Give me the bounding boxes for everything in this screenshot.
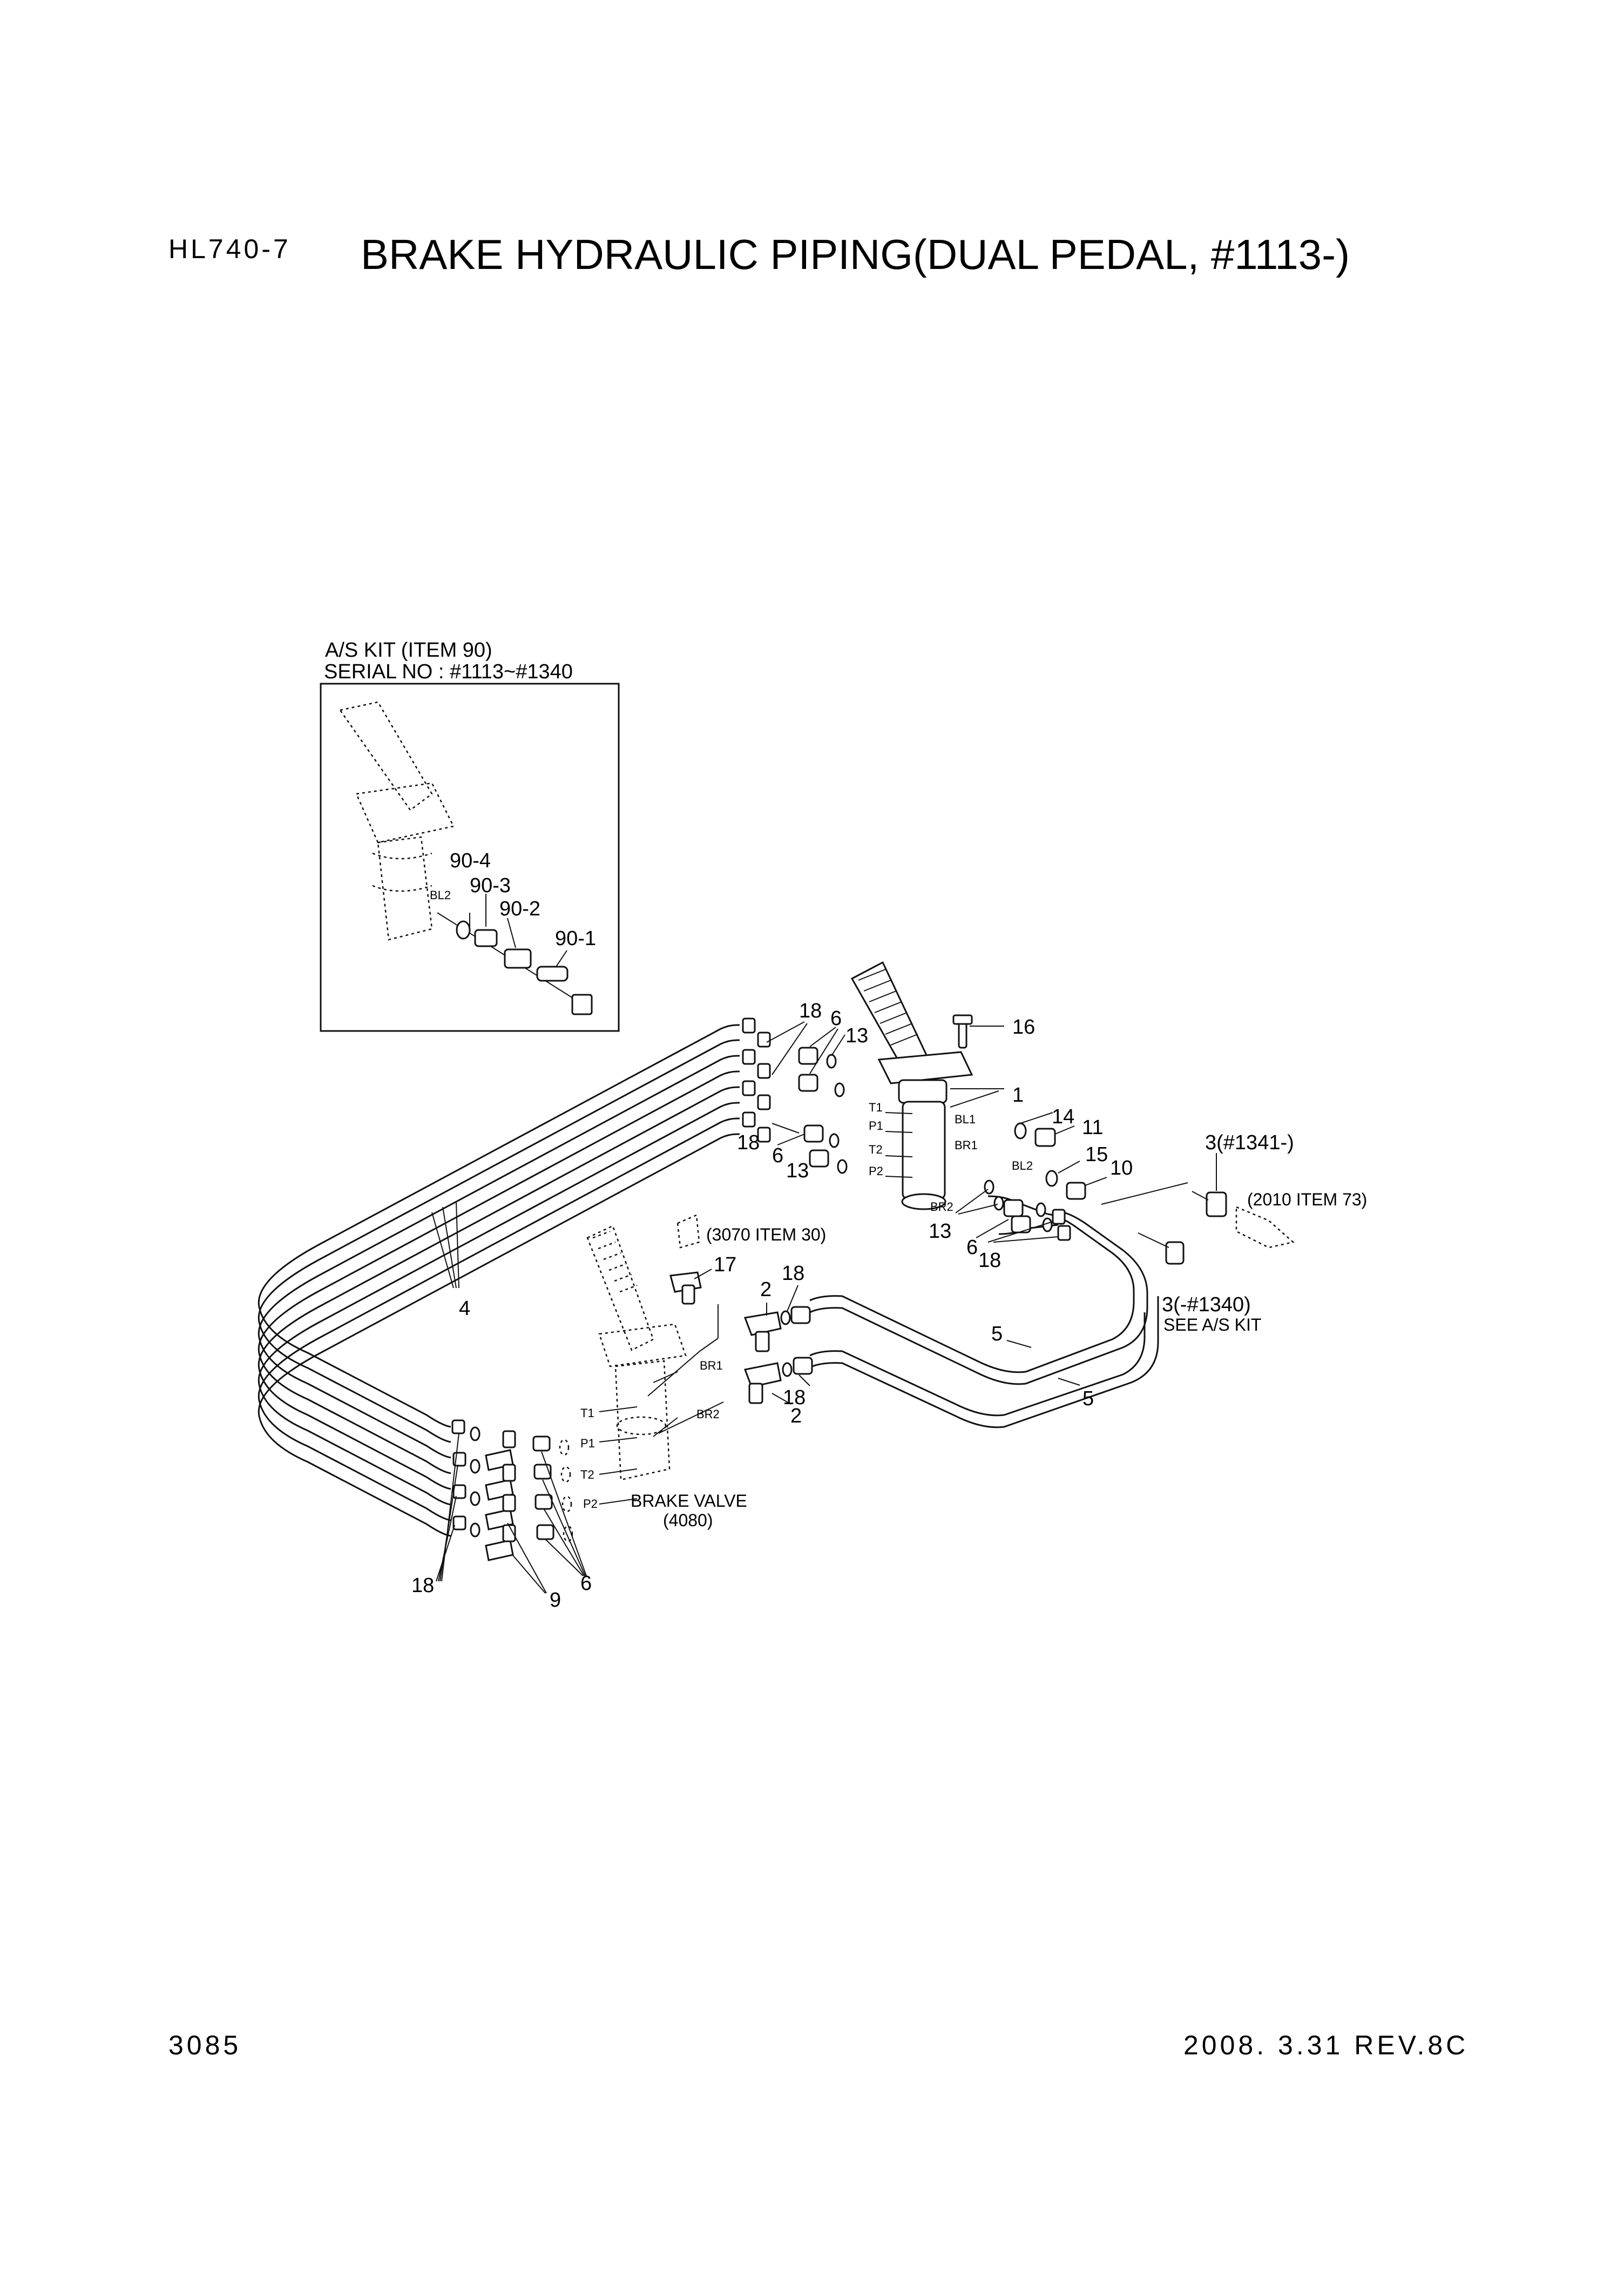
label-p1-low: P1 bbox=[580, 1437, 595, 1450]
label-bl1: BL1 bbox=[955, 1113, 976, 1126]
label-brake-valve-ref: (4080) bbox=[663, 1511, 713, 1530]
label-br1: BR1 bbox=[955, 1138, 978, 1152]
label-bl2-kit: BL2 bbox=[430, 888, 451, 902]
label-br1-low: BR1 bbox=[700, 1359, 723, 1372]
label-p2-low: P2 bbox=[583, 1497, 598, 1511]
label-c11: 11 bbox=[1082, 1116, 1103, 1139]
label-t1-low: T1 bbox=[580, 1406, 594, 1420]
kit-frame bbox=[320, 683, 620, 1032]
brake-valve-4080: BR1 T1 BR2 P1 T2 P2 BRAKE VALVE (4080) bbox=[580, 1225, 747, 1530]
label-c13-a: 13 bbox=[845, 1024, 868, 1047]
right-parts: 14 11 15 10 3(#1341-) (2010 ITEM 73) 3(-… bbox=[929, 1090, 1367, 1334]
label-c13-b: 13 bbox=[786, 1160, 809, 1182]
label-c15: 15 bbox=[1085, 1143, 1108, 1166]
label-c90-4: 90-4 bbox=[450, 850, 491, 872]
label-t2-low: T2 bbox=[580, 1468, 594, 1481]
label-c5-b: 5 bbox=[1082, 1387, 1094, 1410]
label-see-kit: SEE A/S KIT bbox=[1163, 1315, 1261, 1334]
page-number: 3085 bbox=[168, 2030, 242, 2060]
label-c2-a: 2 bbox=[760, 1278, 772, 1301]
hose-assembly-4: 4 bbox=[258, 1024, 740, 1537]
label-c10: 10 bbox=[1110, 1157, 1133, 1179]
label-c16: 16 bbox=[1012, 1016, 1035, 1039]
label-c90-2: 90-2 bbox=[499, 898, 540, 920]
page-title: BRAKE HYDRAULIC PIPING(DUAL PEDAL, #1113… bbox=[361, 231, 1350, 278]
kit-harness bbox=[536, 966, 569, 982]
kit-oring bbox=[456, 920, 471, 940]
label-c6-a: 6 bbox=[830, 1007, 842, 1030]
revision-date: 2008. 3.31 REV.8C bbox=[1183, 2030, 1469, 2060]
lower-fittings: 18 9 6 bbox=[411, 1419, 592, 1612]
label-c90-1: 90-1 bbox=[555, 927, 596, 950]
label-c18-f: 18 bbox=[411, 1574, 434, 1597]
label-br2-low: BR2 bbox=[696, 1407, 720, 1421]
label-c18-e: 18 bbox=[783, 1386, 806, 1409]
label-c18-c: 18 bbox=[978, 1249, 1001, 1272]
label-br2: BR2 bbox=[930, 1200, 953, 1214]
label-c3-new: 3(#1341-) bbox=[1205, 1131, 1294, 1154]
label-c18-a: 18 bbox=[799, 1000, 822, 1022]
kit-adapter bbox=[474, 929, 498, 947]
label-c2-b: 2 bbox=[790, 1405, 802, 1427]
label-item2010: (2010 ITEM 73) bbox=[1247, 1190, 1367, 1209]
label-c4: 4 bbox=[459, 1297, 470, 1320]
model-code: HL740-7 bbox=[168, 234, 291, 264]
label-c3-old: 3(-#1340) bbox=[1162, 1293, 1251, 1316]
upper-fittings: 18 6 13 18 6 13 bbox=[737, 1000, 868, 1182]
kit-connector bbox=[571, 994, 593, 1015]
label-t2: T2 bbox=[869, 1143, 883, 1156]
label-p2: P2 bbox=[869, 1164, 883, 1178]
kit-switch bbox=[504, 948, 532, 969]
label-c6-d: 6 bbox=[580, 1572, 592, 1595]
kit-title: A/S KIT (ITEM 90) bbox=[325, 639, 492, 662]
label-c90-3: 90-3 bbox=[470, 874, 511, 897]
center-tees: (3070 ITEM 30) 17 2 18 18 2 bbox=[647, 1214, 826, 1434]
label-bl2: BL2 bbox=[1012, 1159, 1033, 1172]
label-c1: 1 bbox=[1012, 1084, 1024, 1107]
kit-serial: SERIAL NO : #1113~#1340 bbox=[324, 660, 573, 683]
label-c6-c: 6 bbox=[966, 1236, 978, 1259]
label-c17: 17 bbox=[714, 1253, 736, 1276]
label-c18-d: 18 bbox=[782, 1262, 804, 1285]
label-c18-b: 18 bbox=[737, 1131, 760, 1154]
label-c13-c: 13 bbox=[929, 1220, 951, 1243]
label-c14: 14 bbox=[1052, 1105, 1074, 1128]
label-c9: 9 bbox=[550, 1589, 561, 1612]
hose-assembly-5: 5 5 bbox=[809, 1195, 1159, 1428]
as-kit-inset: A/S KIT (ITEM 90) SERIAL NO : #1113~#134… bbox=[320, 639, 620, 1032]
label-brake-valve: BRAKE VALVE bbox=[631, 1491, 747, 1511]
label-c5-a: 5 bbox=[991, 1323, 1003, 1345]
label-p1: P1 bbox=[869, 1119, 883, 1132]
label-c6-b: 6 bbox=[772, 1144, 783, 1167]
label-t1: T1 bbox=[869, 1101, 883, 1114]
brake-pedal-valve: 16 1 T1 BL1 P1 BR1 T2 BL2 P2 BR2 bbox=[850, 961, 1035, 1214]
label-item3070: (3070 ITEM 30) bbox=[706, 1225, 826, 1244]
